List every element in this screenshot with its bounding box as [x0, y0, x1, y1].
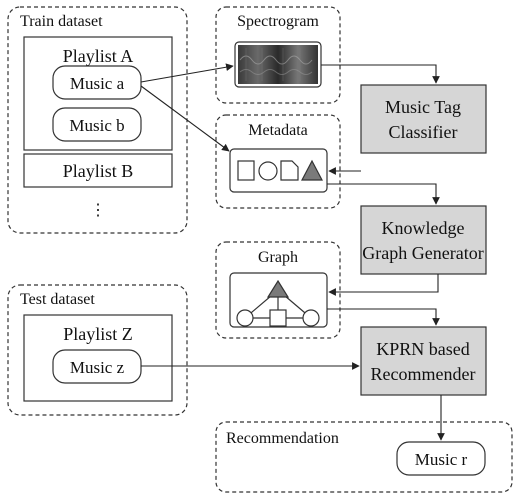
- arrow-music-a-to-spectrogram: [140, 63, 234, 83]
- arrow-music-a-to-metadata: [140, 85, 230, 152]
- spectrogram-image: [234, 41, 322, 88]
- music-tag-classifier-module: Music Tag Classifier: [360, 84, 487, 154]
- playlist-b-label: Playlist B: [63, 161, 134, 181]
- test-dataset-box: [7, 284, 188, 416]
- spectrogram-box: [215, 6, 341, 104]
- triangle-icon: [301, 159, 323, 181]
- test-dataset-title: Test dataset: [20, 291, 95, 308]
- more-playlists-ellipsis: ⋮: [90, 202, 106, 219]
- arrow-spectrogram-to-classifier: [321, 64, 440, 84]
- metadata-shapes-box: [229, 148, 328, 193]
- arrow-kg-to-graph: [328, 274, 439, 296]
- kg-generator-line1: Knowledge: [382, 218, 465, 238]
- arrow-classifier-to-kg: [327, 183, 440, 205]
- metadata-box: [215, 114, 341, 209]
- graph-group: Graph: [215, 241, 341, 339]
- music-r-node: [396, 441, 486, 476]
- music-b-label: Music b: [69, 116, 124, 135]
- graph-title: Graph: [258, 249, 298, 266]
- playlist-b-box: [23, 153, 173, 188]
- music-z-label: Music z: [70, 358, 125, 377]
- recommendation-box: [215, 421, 513, 493]
- playlist-z-label: Playlist Z: [63, 324, 133, 344]
- kprn-line1: KPRN based: [376, 339, 470, 359]
- knowledge-graph-icon: [236, 279, 320, 327]
- kprn-recommender-module: KPRN based Recommender: [360, 326, 487, 396]
- kg-generator-line2: Graph Generator: [362, 243, 483, 263]
- graph-box: [215, 241, 341, 339]
- kprn-line2: Recommender: [371, 364, 476, 384]
- playlist-a-label: Playlist A: [63, 46, 134, 66]
- tag-classifier-line2: Classifier: [389, 122, 458, 142]
- recommendation-title: Recommendation: [226, 430, 339, 447]
- metadata-title: Metadata: [248, 122, 308, 139]
- document-icon: [280, 160, 299, 181]
- tag-classifier-line1: Music Tag: [385, 97, 461, 117]
- spectrogram-group: Spectrogram: [215, 6, 341, 104]
- recommendation-group: Recommendation Music r: [215, 421, 513, 493]
- metadata-group: Metadata: [215, 114, 341, 209]
- music-r-label: Music r: [415, 450, 468, 469]
- circle-icon: [258, 161, 278, 181]
- arrow-graph-to-kprn: [327, 308, 440, 326]
- arrows: [140, 63, 445, 441]
- music-b-node: [52, 107, 142, 142]
- test-dataset-group: Test dataset Playlist Z Music z: [7, 284, 188, 416]
- train-dataset-group: Train dataset Playlist A Music a Music b…: [7, 6, 188, 234]
- music-a-node: [52, 65, 142, 100]
- knowledge-graph-generator-module: Knowledge Graph Generator: [360, 205, 487, 275]
- music-a-label: Music a: [70, 74, 125, 93]
- square-icon: [237, 160, 255, 181]
- train-dataset-title: Train dataset: [20, 13, 103, 30]
- spectrogram-title: Spectrogram: [237, 13, 319, 30]
